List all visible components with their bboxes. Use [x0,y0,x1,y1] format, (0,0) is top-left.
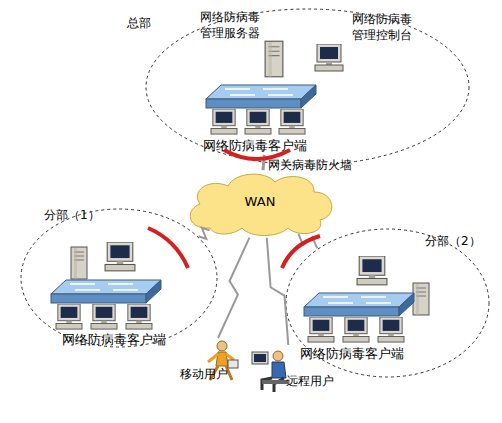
node-label: 远程用户 [286,374,338,390]
ellipse-outline [145,8,470,166]
lightning-link [198,228,209,239]
firewall-arc [224,150,290,159]
node-label: 网络防病毒客户端 [62,332,197,349]
ellipse-outline [20,208,218,348]
node-label: 分部（2） [425,234,495,250]
client-group: 网络防病毒客户端 [200,82,335,155]
console-node: 网络防病毒 管理控制台 [312,10,424,78]
node-label: 网络防病毒 管理控制台 [352,12,416,43]
node-label: 网络防病毒 管理服务器 [200,10,264,41]
node-label: 网络防病毒客户端 [300,346,435,363]
server-node: 网络防病毒 管理服务器 [198,8,290,83]
remote-user-figure [252,351,288,392]
lightning-link [218,238,249,338]
firewall-arc [148,228,188,268]
client-group: 网络防病毒客户端 [298,256,443,362]
site-ellipse: 总部网络防病毒 管理服务器网络防病毒 管理控制台网络防病毒客户端 [145,8,470,166]
hq-equipment [206,41,343,134]
node-label: WAN [180,194,340,211]
site-ellipse: 分部（1） 网络防病毒客户端 [20,208,218,348]
lightning-link [267,238,288,345]
node-label: 移动用户 [180,367,240,383]
site-ellipse: 分部（2）网络防病毒客户端 [285,228,490,378]
user-node: 远程用户 [248,345,338,392]
node-label: 网络防病毒客户端 [203,138,333,155]
node-label: 总部 [127,16,167,32]
branch2-equipment [304,256,429,342]
client-group: 网络防病毒客户端 [48,243,198,348]
annotation-label: 网关病毒防火墙 [268,158,368,174]
user-node: 移动用户 [178,338,243,386]
node-label: 分部（1） [44,208,114,224]
branch1-equipment [51,242,161,329]
firewall-arc [282,236,320,268]
